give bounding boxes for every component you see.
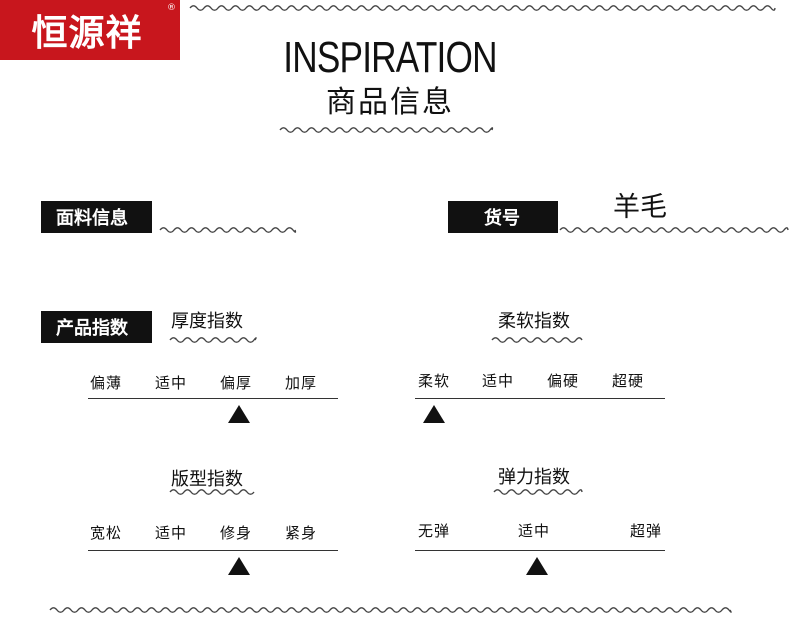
- wave-divider-bottom: [49, 607, 732, 613]
- fit-index-title: 版型指数: [171, 469, 243, 490]
- softness-option: 柔软: [418, 372, 451, 390]
- page-title: INSPIRATION: [283, 33, 497, 82]
- softness-index-title: 柔软指数: [498, 311, 570, 332]
- thickness-index-title: 厚度指数: [171, 311, 243, 332]
- sku-value: 羊毛: [613, 192, 667, 223]
- thickness-option: 加厚: [285, 374, 318, 392]
- elasticity-option: 无弹: [418, 522, 451, 540]
- elasticity-option: 适中: [518, 522, 551, 540]
- registered-mark: ®: [167, 3, 177, 13]
- elasticity-option: 超弹: [630, 522, 663, 540]
- thickness-option: 适中: [155, 374, 188, 392]
- thickness-indicator-triangle: [228, 405, 250, 423]
- sku-label: 货号: [448, 201, 558, 233]
- fit-option: 修身: [220, 524, 253, 542]
- softness-scale-line: [415, 398, 665, 399]
- fit-scale-line: [88, 550, 338, 551]
- fit-indicator-triangle: [228, 557, 250, 575]
- wave-divider-header: [279, 127, 494, 133]
- softness-option: 适中: [482, 372, 515, 390]
- elasticity-indicator-triangle: [526, 557, 548, 575]
- wave-underline-thickness: [169, 337, 257, 343]
- brand-logo-text: 恒源祥: [31, 13, 143, 54]
- softness-indicator-triangle: [423, 405, 445, 423]
- product-index-label: 产品指数: [41, 311, 152, 343]
- fit-option: 紧身: [285, 524, 318, 542]
- softness-option: 超硬: [612, 372, 645, 390]
- wave-underline-fit: [169, 489, 255, 495]
- thickness-scale-line: [88, 398, 338, 399]
- wave-underline-elasticity: [493, 489, 583, 495]
- wave-underline-sku: [559, 227, 789, 233]
- fit-option: 宽松: [90, 524, 123, 542]
- wave-divider-top: [189, 5, 776, 11]
- elasticity-index-title: 弹力指数: [498, 467, 570, 488]
- page-subtitle: 商品信息: [326, 85, 454, 120]
- thickness-option: 偏厚: [220, 374, 253, 392]
- fabric-info-label: 面料信息: [41, 201, 152, 233]
- softness-option: 偏硬: [547, 372, 580, 390]
- thickness-option: 偏薄: [90, 374, 123, 392]
- wave-underline-fabric: [159, 227, 297, 233]
- brand-logo: 恒源祥 ®: [0, 0, 180, 60]
- fit-option: 适中: [155, 524, 188, 542]
- wave-underline-softness: [491, 337, 583, 343]
- elasticity-scale-line: [415, 550, 665, 551]
